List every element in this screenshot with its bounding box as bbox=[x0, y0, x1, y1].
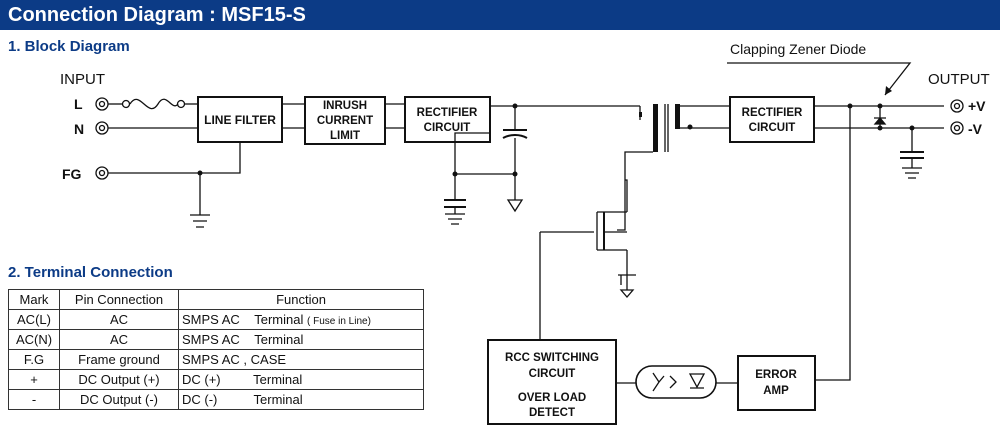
rcc-label-2: CIRCUIT bbox=[529, 368, 576, 380]
annotation-arrowhead bbox=[885, 86, 892, 95]
table-row: AC(L) AC SMPS AC Terminal ( Fuse in Line… bbox=[8, 309, 424, 330]
cell-function: SMPS AC Terminal ( Fuse in Line) bbox=[178, 309, 424, 330]
function-part-b: Terminal bbox=[253, 392, 303, 407]
zener-annotation: Clapping Zener Diode bbox=[730, 41, 866, 57]
header-pin: Pin Connection bbox=[59, 289, 179, 310]
block-diagram-heading: 1. Block Diagram bbox=[8, 38, 130, 55]
inrush-label-2: CURRENT bbox=[317, 115, 373, 127]
output-ground-icon bbox=[902, 158, 922, 179]
rectifier-input-label-1: RECTIFIER bbox=[417, 107, 478, 119]
cell-function: SMPS AC , CASE bbox=[178, 349, 424, 370]
header-function: Function bbox=[178, 289, 424, 310]
table-row: F.G Frame ground SMPS AC , CASE bbox=[8, 349, 424, 370]
fuse-icon bbox=[129, 98, 179, 110]
rcc-label-4: DETECT bbox=[529, 407, 575, 419]
terminal-l-icon bbox=[95, 97, 109, 111]
y-capacitor-icon bbox=[444, 199, 466, 208]
table-row: AC(N) AC SMPS AC Terminal bbox=[8, 329, 424, 350]
ground-y-cap-icon bbox=[445, 207, 465, 225]
terminal-n-icon bbox=[95, 121, 109, 135]
primary-ground-icon bbox=[506, 199, 524, 213]
terminal-l-label: L bbox=[74, 96, 83, 112]
function-part-b: Terminal bbox=[254, 312, 304, 327]
rcc-switching-block bbox=[487, 339, 617, 425]
photocoupler-icon bbox=[635, 365, 717, 399]
input-label: INPUT bbox=[60, 71, 105, 88]
output-capacitor-icon bbox=[900, 151, 924, 159]
terminal-table: Mark Pin Connection Function AC(L) AC SM… bbox=[8, 289, 424, 410]
cell-mark: AC(N) bbox=[8, 329, 60, 350]
terminal-neg-icon bbox=[950, 121, 964, 135]
error-amp-block bbox=[737, 355, 816, 411]
rectifier-output-label-2: CIRCUIT bbox=[749, 122, 796, 134]
terminal-pos-icon bbox=[950, 99, 964, 113]
cell-pin: DC Output (-) bbox=[59, 389, 179, 410]
terminal-n-label: N bbox=[74, 121, 84, 137]
rcc-label-1: RCC SWITCHING bbox=[505, 352, 599, 364]
table-header-row: Mark Pin Connection Function bbox=[8, 289, 424, 310]
function-note: ( Fuse in Line) bbox=[307, 316, 371, 327]
page-title: Connection Diagram : MSF15-S bbox=[0, 0, 1000, 30]
line-filter-label: LINE FILTER bbox=[204, 113, 276, 127]
inrush-block bbox=[304, 96, 386, 145]
function-part-a: DC (-) bbox=[182, 392, 218, 407]
inrush-label-1: INRUSH bbox=[323, 100, 367, 112]
table-row: - DC Output (-) DC (-) Terminal bbox=[8, 389, 424, 410]
zener-diode-icon bbox=[873, 116, 887, 125]
function-part-a: DC (+) bbox=[182, 372, 221, 387]
terminal-neg-label: -V bbox=[968, 121, 983, 137]
cell-function: DC (-) Terminal bbox=[178, 389, 424, 410]
function-part-b: Terminal bbox=[254, 332, 304, 347]
error-amp-label-1: ERROR bbox=[755, 369, 797, 381]
rectifier-input-label-2: CIRCUIT bbox=[424, 122, 471, 134]
rectifier-output-block bbox=[729, 96, 815, 143]
output-label: OUTPUT bbox=[928, 71, 990, 88]
cell-function: DC (+) Terminal bbox=[178, 369, 424, 390]
error-amp-label-2: AMP bbox=[763, 385, 789, 397]
cell-pin: AC bbox=[59, 329, 179, 350]
annotation-leader bbox=[727, 62, 912, 96]
function-part-a: SMPS AC bbox=[182, 312, 240, 327]
cell-mark: AC(L) bbox=[8, 309, 60, 330]
cell-pin: Frame ground bbox=[59, 349, 179, 370]
rcc-label-3: OVER LOAD bbox=[518, 392, 586, 404]
function-part-b: Terminal bbox=[253, 372, 303, 387]
inrush-label-3: LIMIT bbox=[330, 130, 360, 142]
cell-mark: - bbox=[8, 389, 60, 410]
cell-mark: F.G bbox=[8, 349, 60, 370]
mosfet-ground-icon bbox=[619, 289, 635, 298]
rectifier-output-label-1: RECTIFIER bbox=[742, 107, 803, 119]
photocoupler-diode-icon bbox=[688, 373, 706, 389]
terminal-pos-label: +V bbox=[968, 98, 986, 114]
table-row: + DC Output (+) DC (+) Terminal bbox=[8, 369, 424, 390]
transformer-primary-icon bbox=[653, 104, 658, 152]
terminal-fg-icon bbox=[95, 166, 109, 180]
rectifier-input-block bbox=[404, 96, 491, 143]
transformer-core-icon bbox=[664, 104, 669, 152]
cell-pin: DC Output (+) bbox=[59, 369, 179, 390]
transformer-secondary-icon bbox=[675, 104, 680, 129]
function-part-a: SMPS AC bbox=[182, 332, 240, 347]
terminal-connection-heading: 2. Terminal Connection bbox=[8, 264, 173, 281]
header-mark: Mark bbox=[8, 289, 60, 310]
cell-function: SMPS AC Terminal bbox=[178, 329, 424, 350]
terminal-fg-label: FG bbox=[62, 166, 82, 182]
cell-pin: AC bbox=[59, 309, 179, 330]
ground-fg-icon bbox=[190, 214, 210, 228]
cell-mark: + bbox=[8, 369, 60, 390]
function-part-a: SMPS AC , CASE bbox=[182, 352, 287, 367]
